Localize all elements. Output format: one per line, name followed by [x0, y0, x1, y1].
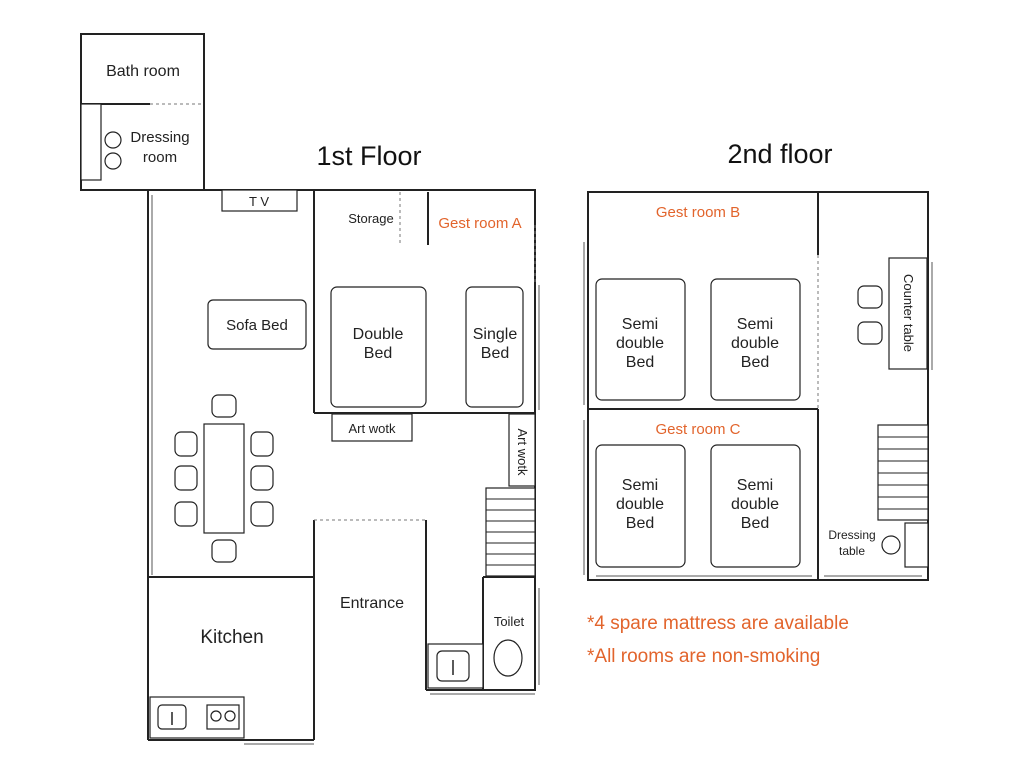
- double-bed-label: Double: [353, 326, 404, 343]
- tv-cabinet: [221, 189, 298, 212]
- bath-room-label: Bath room: [106, 63, 180, 80]
- bed-label: Semi: [737, 477, 773, 494]
- sofa-bed: [207, 299, 307, 350]
- artwork-vertical-label: Art wotk: [515, 429, 530, 476]
- bed-label: double: [731, 496, 779, 513]
- bed-label: double: [616, 496, 664, 513]
- first-floor-title: 1st Floor: [316, 141, 421, 171]
- chair-icon: [857, 285, 883, 309]
- dressing-table: [904, 522, 929, 568]
- chair-icon: [250, 501, 274, 527]
- second-floor-outer-wall: [587, 191, 929, 581]
- single-bed-label: Single: [473, 326, 518, 343]
- sofa-bed-label: Sofa Bed: [226, 317, 288, 334]
- chair-icon: [211, 539, 237, 563]
- semi-double-bed: [595, 444, 686, 568]
- storage-label: Storage: [348, 211, 394, 226]
- semi-double-bed: [710, 444, 801, 568]
- artwork-vertical: [508, 413, 536, 487]
- sink-icon: [104, 152, 122, 170]
- kitchen-label: Kitchen: [200, 627, 263, 648]
- dressing-table-label: Dressing: [828, 528, 875, 542]
- first-floor-plan: [80, 33, 540, 745]
- bed-label: double: [731, 335, 779, 352]
- semi-double-bed: [710, 278, 801, 401]
- single-bed: [465, 286, 524, 408]
- dressing-room-label-2: room: [143, 149, 177, 166]
- artwork-label: Art wotk: [349, 421, 396, 436]
- bed-label: Semi: [737, 316, 773, 333]
- toilet-label: Toilet: [494, 614, 525, 629]
- tv-label: T V: [249, 194, 269, 209]
- single-bed-label-2: Bed: [481, 345, 509, 362]
- toilet-icon: [493, 639, 523, 677]
- dressing-table-label-2: table: [839, 544, 865, 558]
- stool-icon: [881, 535, 901, 555]
- counter-table: [888, 257, 928, 370]
- guest-room-b-label: Gest room B: [656, 204, 740, 221]
- second-floor-plan: [583, 191, 933, 581]
- guest-room-a-label: Gest room A: [438, 215, 521, 232]
- guest-room-c-label: Gest room C: [655, 421, 740, 438]
- bed-label: Bed: [741, 515, 769, 532]
- bed-label: Bed: [626, 515, 654, 532]
- bed-label: Bed: [626, 354, 654, 371]
- note-non-smoking: *All rooms are non-smoking: [587, 646, 820, 667]
- double-bed-label-2: Bed: [364, 345, 392, 362]
- entrance-label: Entrance: [340, 595, 404, 612]
- chair-icon: [250, 431, 274, 457]
- dressing-room-label: Dressing: [130, 129, 189, 146]
- stairs-second-floor: [877, 424, 929, 521]
- bed-label: Semi: [622, 477, 658, 494]
- chair-icon: [211, 394, 237, 418]
- chair-icon: [857, 321, 883, 345]
- bed-label: Bed: [741, 354, 769, 371]
- chair-icon: [174, 465, 198, 491]
- bed-label: double: [616, 335, 664, 352]
- artwork-horizontal: [331, 413, 413, 442]
- counter-table-label: Counter table: [901, 274, 916, 352]
- bed-label: Semi: [622, 316, 658, 333]
- dining-table: [203, 423, 245, 534]
- note-spare-mattress: *4 spare mattress are available: [587, 613, 849, 634]
- semi-double-bed: [595, 278, 686, 401]
- stairs-first-floor: [485, 487, 536, 577]
- chair-icon: [174, 431, 198, 457]
- sink-icon: [104, 131, 122, 149]
- chair-icon: [174, 501, 198, 527]
- chair-icon: [250, 465, 274, 491]
- second-floor-title: 2nd floor: [727, 139, 832, 169]
- double-bed: [330, 286, 427, 408]
